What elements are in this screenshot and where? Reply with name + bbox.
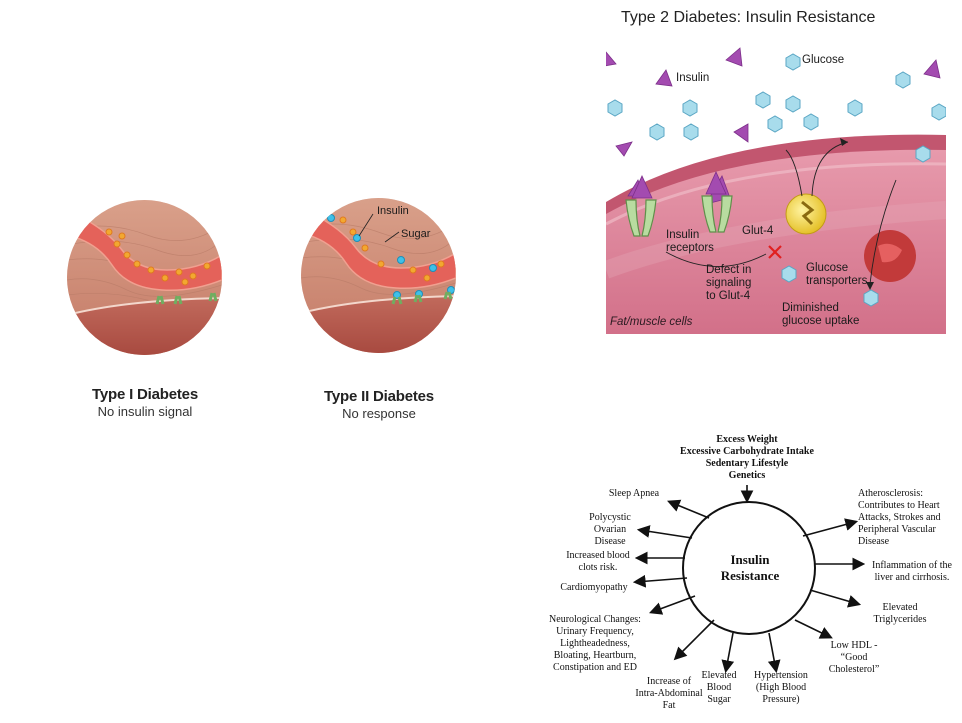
diminished-line-2: glucose uptake <box>782 315 860 327</box>
clots-line-2: clots risk. <box>578 562 618 573</box>
type1-caption: Type I Diabetes No insulin signal <box>62 386 228 419</box>
effect-liver: Inflammation of the liver and cirrhosis. <box>864 560 960 584</box>
panel-transporters-label: Glucose transporters <box>806 262 867 288</box>
insulin-resistance-map: Excess Weight Excessive Carbohydrate Int… <box>540 430 962 720</box>
type2-illustration <box>301 198 456 353</box>
center-line-1: Insulin <box>730 552 770 567</box>
hdl-line-3: Cholesterol” <box>828 664 880 675</box>
trig-line-2: Triglycerides <box>873 614 927 625</box>
defect-line-3: to Glut-4 <box>706 290 751 302</box>
effect-clots: Increased blood clots risk. <box>560 550 636 574</box>
neuro-line-1: Neurological Changes: <box>549 614 641 625</box>
type1-illustration <box>67 200 222 355</box>
neuro-line-4: Bloating, Heartburn, <box>553 650 637 661</box>
transporters-line-1: Glucose <box>806 262 849 274</box>
transporters-line-2: transporters <box>806 275 868 287</box>
receptors-line-1: Insulin <box>666 229 700 241</box>
type2-caption: Type II Diabetes No response <box>296 388 462 421</box>
effect-hypertension: Hypertension (High Blood Pressure) <box>746 670 816 706</box>
panel-defect-label: Defect in signaling to Glut-4 <box>706 264 751 303</box>
abdominal-line-3: Fat <box>662 700 676 711</box>
hypertension-line-3: Pressure) <box>762 694 800 705</box>
neuro-line-3: Lightheadedness, <box>560 638 630 649</box>
effect-hdl: Low HDL - “Good Cholesterol” <box>820 640 888 676</box>
sugar-line-3: Sugar <box>707 694 731 705</box>
sugar-line-2: Blood <box>706 682 732 693</box>
effect-abdominal: Increase of Intra-Abdominal Fat <box>630 676 708 712</box>
athero-line-1: Atherosclerosis: <box>858 488 923 499</box>
liver-line-1: Inflammation of the <box>872 560 952 571</box>
center-line-2: Resistance <box>720 568 780 583</box>
pcos-line-1: Polycystic <box>589 512 631 523</box>
neuro-line-2: Urinary Frequency, <box>556 626 634 637</box>
type2-subtitle: No response <box>342 406 416 421</box>
hdl-line-2: “Good <box>840 652 868 663</box>
cause-4: Genetics <box>728 470 766 481</box>
diminished-line-1: Diminished <box>782 302 839 314</box>
panel-glucose-label: Glucose <box>802 54 845 66</box>
defect-line-2: signaling <box>706 277 752 289</box>
effect-pcos: Polycystic Ovarian Disease <box>580 512 640 548</box>
type2-title: Type II Diabetes <box>324 388 434 405</box>
athero-line-2: Contributes to Heart <box>858 500 940 511</box>
effect-neuro: Neurological Changes: Urinary Frequency,… <box>542 614 648 674</box>
effect-athero: Atherosclerosis: Contributes to Heart At… <box>858 488 958 548</box>
receptors-line-2: receptors <box>666 242 714 254</box>
clots-line-1: Increased blood <box>566 550 630 561</box>
abdominal-line-2: Intra-Abdominal <box>635 688 703 699</box>
panel-diminished-label: Diminished glucose uptake <box>782 302 859 328</box>
panel-cells-label: Fat/muscle cells <box>610 316 693 328</box>
hypertension-line-1: Hypertension <box>754 670 808 681</box>
pcos-line-3: Disease <box>594 536 626 547</box>
sleep-apnea-line-1: Sleep Apnea <box>608 488 660 499</box>
panel-insulin-label: Insulin <box>676 72 710 84</box>
panel-glut4-label: Glut-4 <box>742 225 774 237</box>
liver-line-2: liver and cirrhosis. <box>874 572 950 583</box>
cause-1: Excess Weight <box>716 434 778 445</box>
panel-receptors-label: Insulin receptors <box>666 229 714 255</box>
insulin-resistance-panel: Type 2 Diabetes: Insulin Resistance <box>606 0 946 334</box>
pcos-line-2: Ovarian <box>593 524 627 535</box>
type1-title: Type I Diabetes <box>92 386 198 403</box>
effect-sugar: Elevated Blood Sugar <box>696 670 742 706</box>
cause-3: Sedentary Lifestyle <box>705 458 789 469</box>
cardio-line-1: Cardiomyopathy <box>560 582 628 593</box>
type1-subtitle: No insulin signal <box>97 404 193 419</box>
type2-sugar-label: Sugar <box>401 228 431 240</box>
trig-line-1: Elevated <box>882 602 918 613</box>
center-label: Insulin Resistance <box>700 552 800 584</box>
athero-line-4: Peripheral Vascular <box>858 524 936 535</box>
athero-line-5: Disease <box>858 536 890 547</box>
abdominal-line-1: Increase of <box>646 676 692 687</box>
sugar-line-1: Elevated <box>701 670 737 681</box>
neuro-line-5: Constipation and ED <box>553 662 637 673</box>
effect-sleep-apnea: Sleep Apnea <box>598 488 670 500</box>
panel-title: Type 2 Diabetes: Insulin Resistance <box>621 9 876 26</box>
defect-line-1: Defect in <box>706 264 752 276</box>
type2-insulin-label: Insulin <box>377 205 409 217</box>
effect-cardio: Cardiomyopathy <box>554 582 634 594</box>
hypertension-line-2: (High Blood <box>755 682 807 693</box>
effect-trig: Elevated Triglycerides <box>862 602 938 626</box>
athero-line-3: Attacks, Strokes and <box>858 512 941 523</box>
cause-2: Excessive Carbohydrate Intake <box>680 446 814 457</box>
hdl-line-1: Low HDL - <box>830 640 878 651</box>
